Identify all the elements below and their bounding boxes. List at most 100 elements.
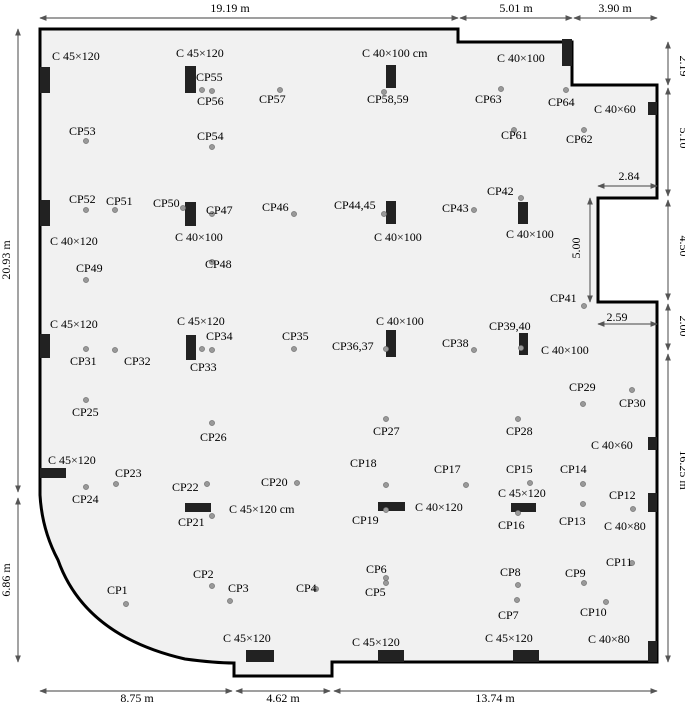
point-label-cp52: CP52: [69, 192, 96, 206]
column-label-c12: C 40×100: [376, 314, 424, 328]
column-c1: [40, 67, 50, 93]
point-label-cp43: CP43: [442, 201, 469, 215]
point-cp33: [199, 346, 205, 352]
point-cp57: [277, 87, 283, 93]
dimension-lines: [15, 15, 671, 694]
column-label-c4: C 40×100: [497, 51, 545, 65]
point-cp7: [514, 597, 520, 603]
dim-top-3: 3.90 m: [598, 1, 632, 15]
column-label-c18: C 45×120: [498, 486, 546, 500]
point-label-cp16: CP16: [498, 518, 525, 532]
point-cp17: [463, 482, 469, 488]
point-cp27: [383, 416, 389, 422]
dim-right-4: 2.00: [677, 316, 685, 337]
dim-top-2: 5.01 m: [499, 1, 533, 15]
point-cp21: [209, 513, 215, 519]
column-label-c2: C 45×120: [176, 46, 224, 60]
point-cp10: [603, 599, 609, 605]
point-label-cp51: CP51: [106, 194, 133, 208]
column-label-c11: C 45×120: [177, 314, 225, 328]
column-label-c17: C 40×120: [415, 500, 463, 514]
dim-right-5: 16.25 m: [677, 450, 685, 490]
point-cp41: [581, 303, 587, 309]
point-label-cp6: CP6: [366, 562, 387, 576]
point-cp39-40: [518, 345, 524, 351]
point-cp29: [580, 401, 586, 407]
point-cp19: [383, 507, 389, 513]
column-c3: [386, 65, 396, 88]
column-c6: [40, 200, 50, 226]
column-c9: [518, 202, 528, 224]
point-cp63: [498, 86, 504, 92]
point-cp11: [629, 560, 635, 566]
point-cp2: [209, 583, 215, 589]
point-label-cp8: CP8: [500, 565, 521, 579]
point-cp36-37: [383, 346, 389, 352]
point-cp53: [83, 138, 89, 144]
point-label-cp63: CP63: [475, 92, 502, 106]
column-c17: [378, 502, 405, 511]
point-cp30: [629, 387, 635, 393]
point-cp44-45: [381, 211, 387, 217]
point-label-cp19: CP19: [352, 513, 379, 527]
point-label-cp13: CP13: [559, 514, 586, 528]
column-label-c14: C 45×120: [48, 453, 96, 467]
point-cp56: [199, 87, 205, 93]
dim-right-2: 5.10: [677, 128, 685, 149]
point-label-cp62: CP62: [566, 132, 593, 146]
point-label-cp29: CP29: [569, 380, 596, 394]
point-cp64: [563, 87, 569, 93]
point-cp49: [83, 277, 89, 283]
dim-right-3: 4.50: [677, 236, 685, 257]
point-label-cp20: CP20: [261, 475, 288, 489]
point-label-cp17: CP17: [434, 462, 461, 476]
point-cp12: [630, 506, 636, 512]
point-cp52: [83, 207, 89, 213]
point-cp51: [112, 207, 118, 213]
column-c2: [185, 66, 196, 93]
point-label-cp53: CP53: [69, 124, 96, 138]
point-label-cp54: CP54: [197, 129, 224, 143]
dim-right-1: 2.19: [677, 56, 685, 77]
column-c4: [562, 39, 572, 66]
column-c23: [648, 641, 657, 662]
column-c5: [648, 102, 657, 115]
point-label-cp4: CP4: [296, 581, 317, 595]
point-label-cp28: CP28: [506, 424, 533, 438]
column-c20: [246, 650, 274, 662]
point-label-cp3: CP3: [228, 581, 249, 595]
point-label-cp32: CP32: [124, 354, 151, 368]
point-label-cp11: CP11: [606, 555, 632, 569]
point-cp22: [204, 481, 210, 487]
point-cp62: [581, 127, 587, 133]
point-cp46: [291, 211, 297, 217]
point-label-cp49: CP49: [76, 261, 103, 275]
point-label-cp42: CP42: [487, 184, 514, 198]
point-label-cp22: CP22: [172, 480, 199, 494]
column-label-c1: C 45×120: [52, 49, 100, 63]
point-label-cp24: CP24: [72, 492, 99, 506]
point-cp8: [515, 582, 521, 588]
dim-top-1: 19.19 m: [210, 1, 250, 15]
point-label-cp38: CP38: [442, 336, 469, 350]
point-label-cp57: CP57: [259, 92, 286, 106]
point-cp55: [209, 88, 215, 94]
point-cp42: [518, 195, 524, 201]
column-label-c23: C 40×80: [588, 632, 630, 646]
point-cp9: [581, 580, 587, 586]
point-cp24: [83, 484, 89, 490]
column-c14: [40, 468, 66, 478]
point-label-cp33: CP33: [190, 360, 217, 374]
point-label-cp27: CP27: [373, 424, 400, 438]
point-label-cp56: CP56: [197, 94, 224, 108]
point-label-cp50: CP50: [153, 196, 180, 210]
point-label-cp7: CP7: [498, 608, 519, 622]
point-cp38: [471, 347, 477, 353]
point-cp18: [383, 482, 389, 488]
column-c19: [648, 493, 657, 512]
point-label-cp35: CP35: [282, 329, 309, 343]
point-label-cp48: CP48: [205, 257, 232, 271]
